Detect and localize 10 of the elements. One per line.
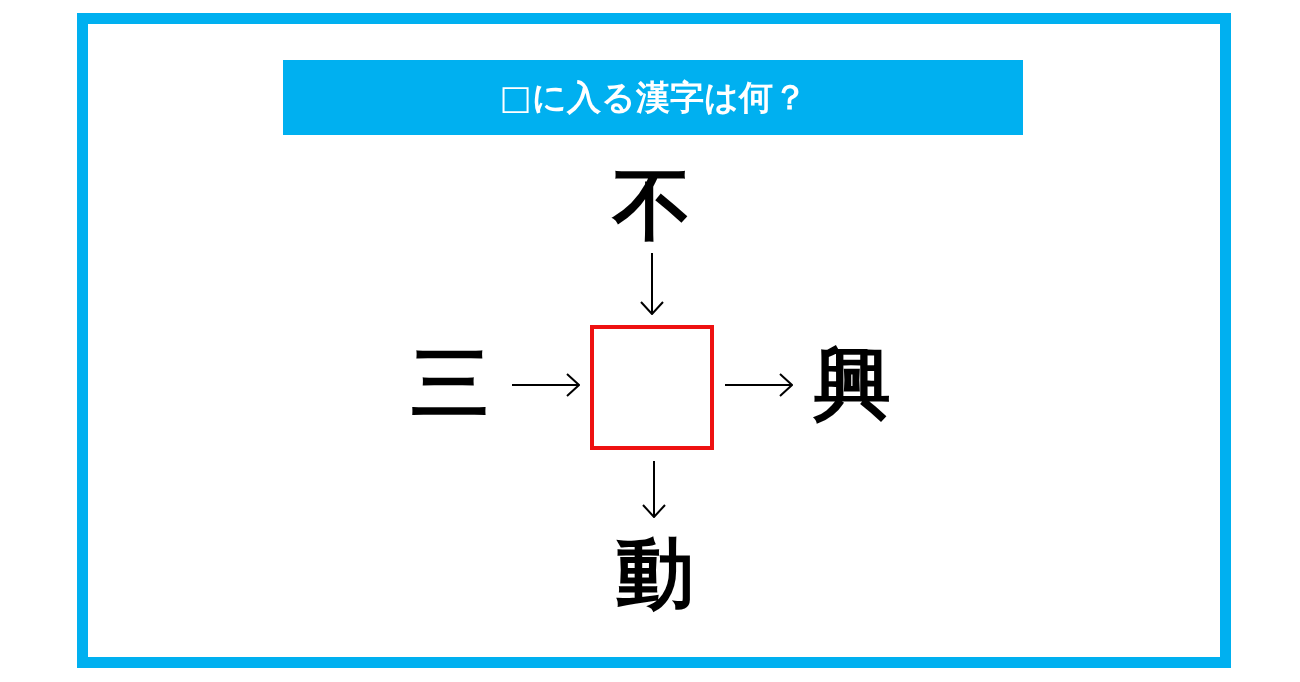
answer-box [590, 325, 714, 450]
arrow [640, 252, 664, 315]
arrow [511, 373, 580, 397]
title-text: □に入る漢字は何？ [499, 77, 807, 118]
kanji-text: 動 [615, 533, 695, 613]
kanji-text: 三 [410, 343, 490, 423]
arrow [724, 373, 793, 397]
kanji-text: 興 [812, 343, 892, 423]
arrow [642, 460, 666, 518]
kanji-text: 不 [612, 165, 692, 245]
